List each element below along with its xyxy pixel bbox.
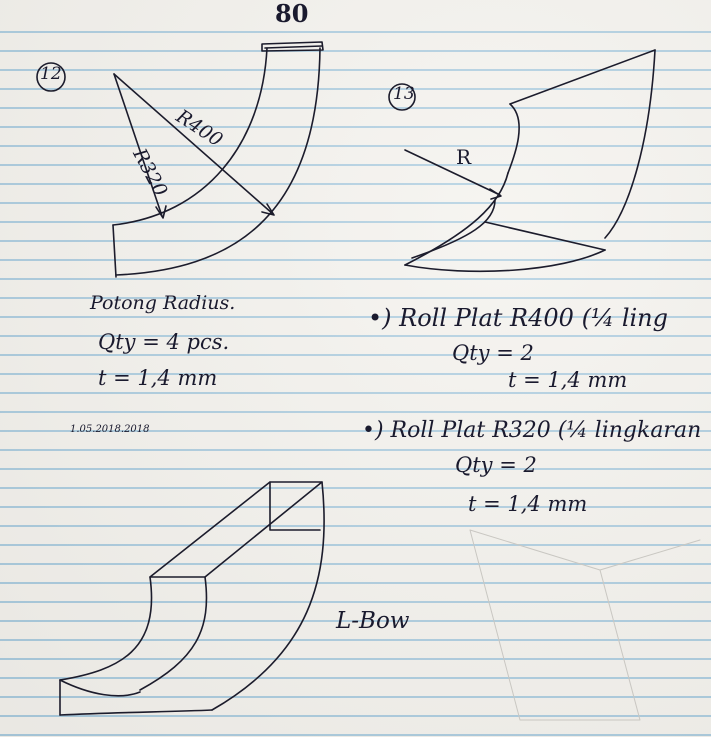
radius-r-label: R [456,145,472,169]
inner-arc [112,47,268,226]
note-stamp-date: 1.05.2018.2018 [70,424,150,435]
dimension-80-label: 80 [275,0,309,28]
lbow-left-curve [59,576,153,681]
note-qty-4: Qty = 4 pcs. [98,330,230,354]
plate-lower-curve [404,172,509,266]
lbow-bottom [59,709,213,716]
note-roll-plat-r320: •) Roll Plat R320 (¼ lingkaran [362,418,702,443]
radius-320-line [113,73,163,217]
plate-back-line [484,221,606,251]
lbow-right-curve [211,481,325,711]
lbow-mid-curve [139,576,208,691]
radius-400-line [113,73,274,215]
bottom-end [112,224,117,278]
top-cap [261,41,324,52]
note-qty-2-second: Qty = 2 [455,453,537,477]
outer-arc [115,47,321,276]
faint-bleed-through [469,529,701,721]
curved-plate-sketch-13 [388,49,656,273]
drawing-number-12: 12 [40,64,62,84]
plate-right-edge [604,49,656,239]
lbow-bottom-inner [59,679,141,697]
radius-line [404,149,501,196]
note-potong-radius: Potong Radius. [90,292,236,314]
radius-320-arrowhead [155,205,167,219]
radius-arrowhead [489,188,502,200]
note-roll-plat-r400: •) Roll Plat R400 (¼ ling [368,304,668,332]
top-end [264,45,323,49]
lbow-top-seam [269,481,321,531]
note-thickness-first: t = 1,4 mm [508,368,628,392]
lbow-label: L-Bow [336,608,410,634]
number-12-circle [36,62,66,92]
note-thickness-second: t = 1,4 mm [468,492,588,516]
plate-left-edge [507,103,520,174]
elbow-sketch-12 [36,41,324,278]
radius-400-arrowhead [261,203,275,216]
plate-inner-edge [411,199,496,259]
plate-top-edge [509,49,656,105]
number-13-circle [388,83,416,111]
plate-bottom-edge [404,249,606,273]
lbow-sketch [59,481,325,716]
drawing-number-13: 13 [393,84,415,104]
note-thickness-left: t = 1,4 mm [98,366,218,390]
note-qty-2-first: Qty = 2 [452,341,534,365]
